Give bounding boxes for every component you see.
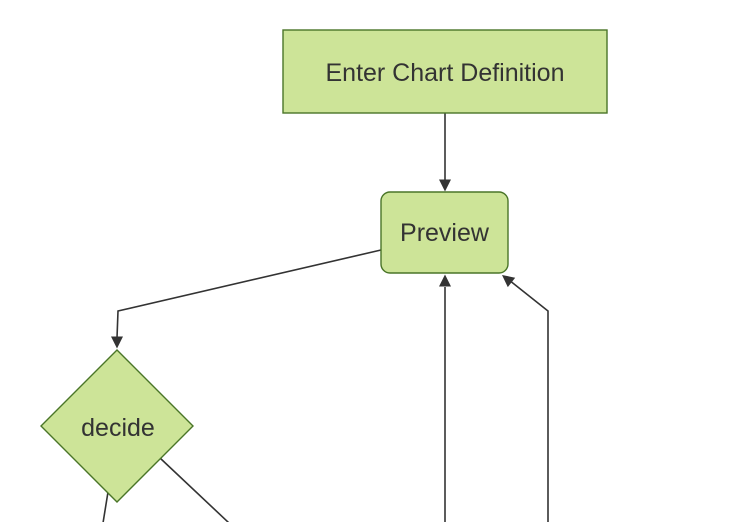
node-enter-chart-definition-shape [282, 29, 608, 114]
node-preview: Preview [380, 191, 509, 274]
node-preview-label: Preview [400, 219, 490, 247]
edge-layer [102, 113, 549, 522]
edge-offscreen-bottom-right-to-preview [508, 279, 549, 522]
edge-decide-to-offscreen-bottom-right [159, 457, 230, 522]
arrowhead-offscreen-bottom-to-preview [439, 274, 451, 287]
node-enter-chart-definition-label: Enter Chart Definition [325, 59, 564, 87]
node-preview-shape [380, 191, 509, 274]
arrowhead-enter-to-preview [439, 179, 451, 192]
node-decide-shape [40, 349, 194, 503]
node-enter-chart-definition: Enter Chart Definition [282, 29, 608, 114]
edge-decide-to-offscreen-bottom-left [102, 491, 109, 522]
arrowhead-offscreen-bottom-right-to-preview [502, 275, 516, 288]
arrowhead-preview-to-decide [111, 336, 123, 349]
edge-preview-to-decide [116, 249, 382, 339]
node-decide: decide [40, 349, 194, 503]
node-decide-label: decide [81, 414, 155, 442]
